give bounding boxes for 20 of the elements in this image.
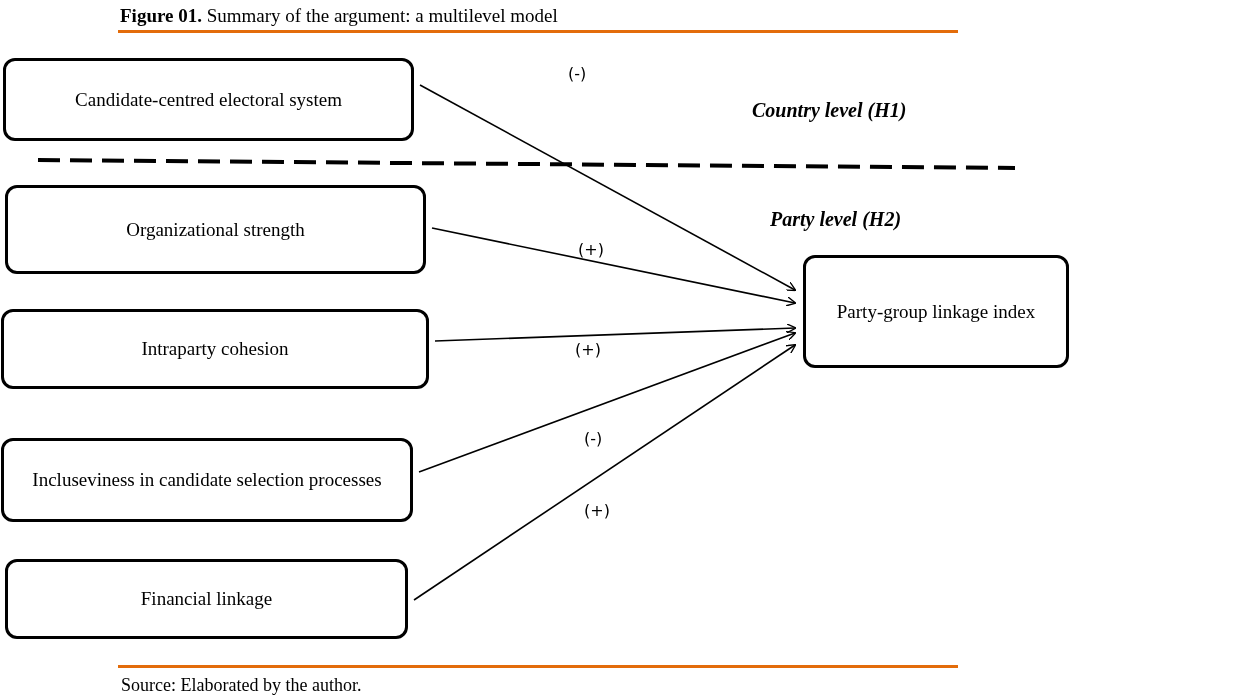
edge-label: (+)	[575, 339, 601, 361]
variable-box: Intraparty cohesion	[1, 309, 429, 389]
edge-label: (-)	[568, 63, 587, 85]
arrow	[434, 323, 797, 342]
level-label: Party level (H2)	[770, 207, 902, 233]
arrow	[431, 227, 797, 307]
arrow	[413, 343, 797, 601]
variable-box: Financial linkage	[5, 559, 408, 639]
variable-box: Candidate-centred electoral system	[3, 58, 414, 141]
arrow	[418, 330, 797, 473]
variable-box: Incluseviness in candidate selection processes	[1, 438, 413, 522]
variable-box: Party-group linkage index	[803, 255, 1069, 368]
level-label: Country level (H1)	[752, 98, 907, 124]
arrow	[419, 84, 797, 292]
edge-label: (-)	[584, 428, 603, 450]
edge-label: (+)	[578, 239, 604, 261]
figure-title: Figure 01. Summary of the argument: a multilevel model	[120, 4, 558, 28]
source-caption: Source: Elaborated by the author.	[121, 674, 362, 695]
variable-box: Organizational strength	[5, 185, 426, 274]
edge-label: (+)	[584, 500, 610, 522]
